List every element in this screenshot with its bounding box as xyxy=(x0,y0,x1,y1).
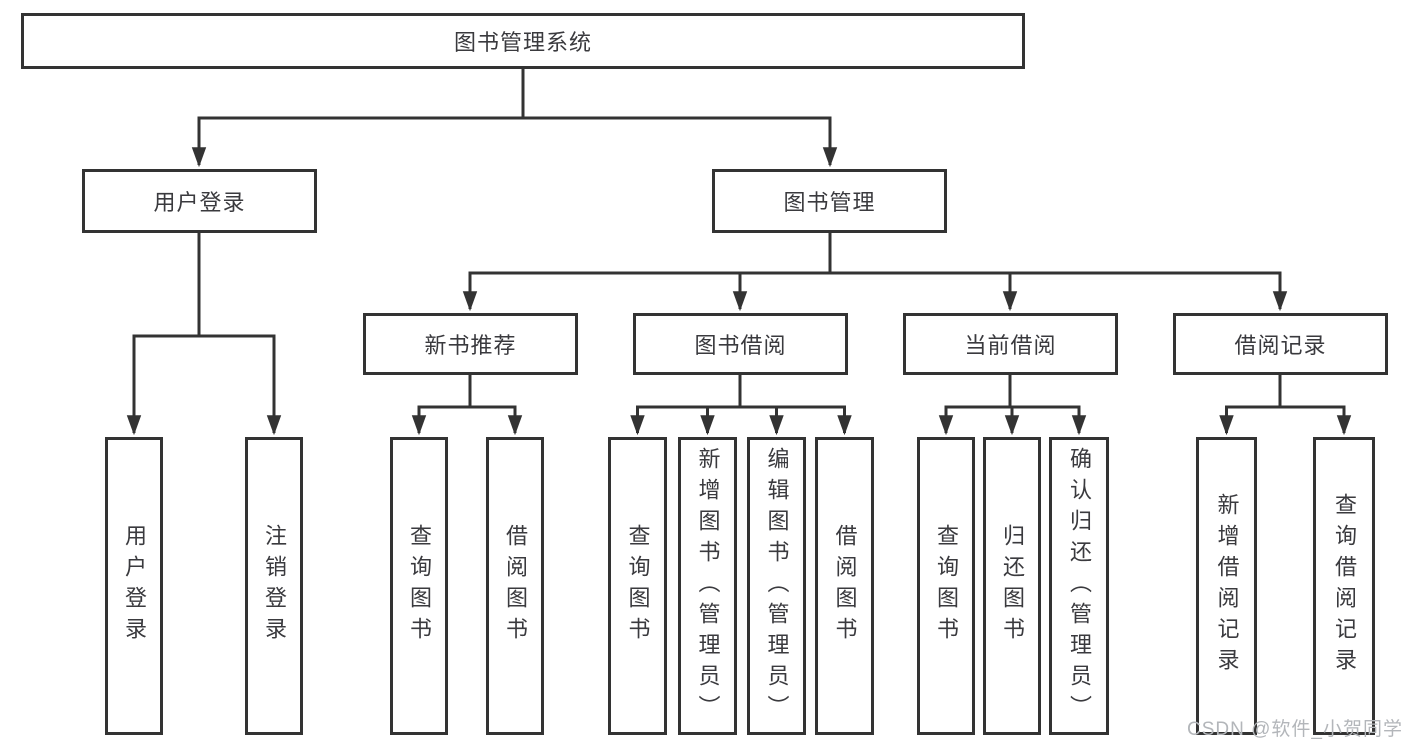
leaf-edit-books-admin: 编辑图书（管理员） xyxy=(747,437,806,735)
leaf-user-login-label: 用户登录 xyxy=(122,524,147,648)
leaf-borrow-books-1: 借阅图书 xyxy=(486,437,544,735)
node-borrowing-records-label: 借阅记录 xyxy=(1234,333,1327,358)
leaf-add-borrow-record-label: 新增借阅记录 xyxy=(1214,493,1240,679)
leaf-add-books-admin: 新增图书（管理员） xyxy=(678,437,737,735)
node-borrowing-records: 借阅记录 xyxy=(1173,313,1388,375)
leaf-borrow-books-1-label: 借阅图书 xyxy=(503,524,528,648)
node-user-login-label: 用户登录 xyxy=(153,190,246,215)
node-current-borrowing-label: 当前借阅 xyxy=(964,333,1057,358)
leaf-query-borrow-record-label: 查询借阅记录 xyxy=(1332,493,1357,679)
leaf-query-books-3-label: 查询图书 xyxy=(934,524,959,648)
leaf-query-books-2-label: 查询图书 xyxy=(625,524,651,648)
leaf-query-books-1: 查询图书 xyxy=(390,437,448,735)
leaf-user-login: 用户登录 xyxy=(105,437,163,735)
leaf-query-books-2: 查询图书 xyxy=(608,437,667,735)
node-root-system: 图书管理系统 xyxy=(21,13,1025,69)
leaf-return-books-label: 归还图书 xyxy=(1000,524,1025,648)
leaf-query-books-3: 查询图书 xyxy=(917,437,975,735)
leaf-borrow-books-2-label: 借阅图书 xyxy=(832,524,858,648)
node-new-book-recommend: 新书推荐 xyxy=(363,313,578,375)
node-book-management-label: 图书管理 xyxy=(783,190,876,215)
leaf-return-books: 归还图书 xyxy=(983,437,1041,735)
leaf-query-borrow-record: 查询借阅记录 xyxy=(1313,437,1375,735)
leaf-borrow-books-2: 借阅图书 xyxy=(815,437,874,735)
node-book-borrowing-label: 图书借阅 xyxy=(694,333,787,358)
node-user-login: 用户登录 xyxy=(82,169,317,233)
leaf-confirm-return-admin-label: 确认归还（管理员） xyxy=(1067,446,1092,726)
leaf-logout-label: 注销登录 xyxy=(262,524,287,648)
leaf-edit-books-admin-label: 编辑图书（管理员） xyxy=(764,446,790,726)
leaf-logout: 注销登录 xyxy=(245,437,303,735)
csdn-watermark: CSDN @软件_小贺同学 xyxy=(1187,719,1403,740)
leaf-add-books-admin-label: 新增图书（管理员） xyxy=(695,446,721,726)
leaf-confirm-return-admin: 确认归还（管理员） xyxy=(1049,437,1109,735)
node-root-label: 图书管理系统 xyxy=(453,30,592,55)
node-book-borrowing: 图书借阅 xyxy=(633,313,848,375)
leaf-query-books-1-label: 查询图书 xyxy=(407,524,432,648)
node-book-management: 图书管理 xyxy=(712,169,947,233)
leaf-add-borrow-record: 新增借阅记录 xyxy=(1196,437,1257,735)
node-current-borrowing: 当前借阅 xyxy=(903,313,1118,375)
node-new-book-recommend-label: 新书推荐 xyxy=(424,333,517,358)
